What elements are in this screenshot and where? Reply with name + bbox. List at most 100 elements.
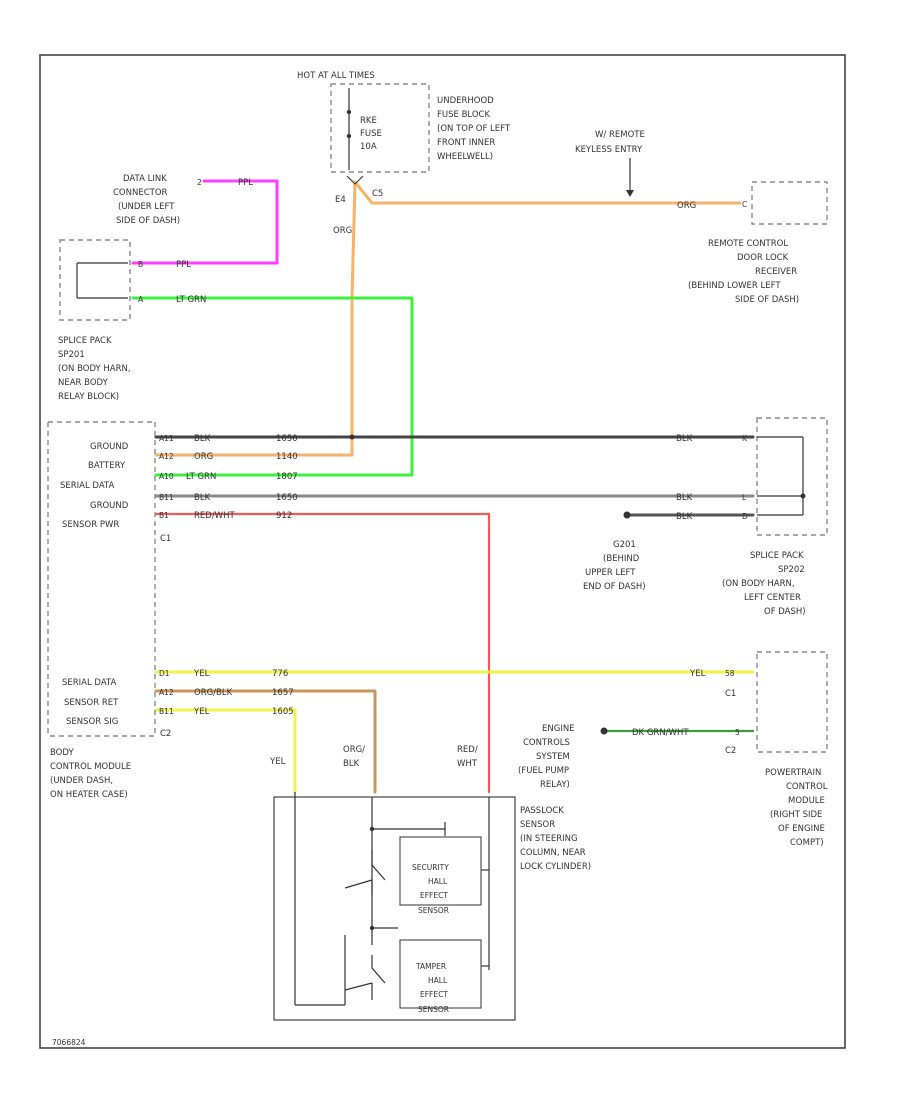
fuse-terminal-top xyxy=(346,109,352,115)
rcdlr-desc-1: REMOTE CONTROL xyxy=(708,239,788,249)
rke-note-arrow xyxy=(626,190,634,197)
bcm-desc-2: CONTROL MODULE xyxy=(50,762,131,772)
bcm-c2-circuit-0: 776 xyxy=(272,669,288,679)
bcm-desc-3: (UNDER DASH, xyxy=(50,776,113,786)
fuse-connector-mark xyxy=(346,175,364,185)
pcm-desc-5: OF ENGINE xyxy=(778,824,825,834)
fuse-block-desc-5: WHEELWELL) xyxy=(437,152,493,162)
rcdlr-desc-5: SIDE OF DASH) xyxy=(735,295,799,305)
fuse-block-desc-3: (ON TOP OF LEFT xyxy=(437,124,511,134)
bcm-c1-pin-2: A10 xyxy=(159,472,174,481)
bcm-c2-rows: SERIAL DATA SENSOR RET SENSOR SIG D1 A12… xyxy=(62,669,294,727)
sp202-desc-2: SP202 xyxy=(778,565,805,575)
bcm-desc-1: BODY xyxy=(50,748,74,758)
rcdlr-desc-2: DOOR LOCK xyxy=(737,253,789,263)
fuse-block-outline xyxy=(330,83,430,173)
tamper-hall-sensor xyxy=(399,939,482,1009)
security-transistor-icon xyxy=(344,850,386,895)
tamper-label-3: EFFECT xyxy=(420,990,448,999)
figure-id: 7066824 xyxy=(52,1038,86,1047)
wire-org-rke xyxy=(353,180,742,205)
bcm-c1-pin-1: A12 xyxy=(159,452,174,461)
bcm-c1-color-1: ORG xyxy=(194,452,213,462)
g201-desc-2: (BEHIND xyxy=(603,554,640,564)
rke-note-2: KEYLESS ENTRY xyxy=(575,145,643,155)
sp201-wire-ltgrn: LT GRN xyxy=(176,295,206,305)
g201-desc-3: UPPER LEFT xyxy=(585,568,636,578)
bcm-c1-circuit-1: 1140 xyxy=(276,452,298,462)
pcm-c2-wire: DK GRN/WHT xyxy=(632,728,689,738)
tamper-label-4: SENSOR xyxy=(418,1005,449,1014)
sp201-desc-1: SPLICE PACK xyxy=(58,336,112,346)
fuse-label-2: FUSE xyxy=(360,129,382,139)
bcm-c2-pin-0: D1 xyxy=(159,669,170,678)
sp202-desc-1: SPLICE PACK xyxy=(750,551,804,561)
passlock-wire-redwht-2: WHT xyxy=(457,759,478,769)
bcm-c2-circuit-1: 1657 xyxy=(272,688,294,698)
sp202-desc-3: (ON BODY HARN, xyxy=(722,579,795,589)
dlc-wire-ppl: PPL xyxy=(238,178,253,188)
fuse-wire-org: ORG xyxy=(333,226,352,236)
bcm-c1-label-1: BATTERY xyxy=(88,461,126,471)
bcm-outline xyxy=(47,421,156,737)
wire-redwht-sensor-pwr xyxy=(154,512,491,794)
rke-note-1: W/ REMOTE xyxy=(595,130,645,140)
sp202-wire-1: BLK xyxy=(676,493,693,503)
pcm-desc-3: MODULE xyxy=(788,796,825,806)
bcm-c1-label-3: GROUND xyxy=(90,501,129,511)
pcm-c1-wire: YEL xyxy=(689,669,706,679)
sp202-outline xyxy=(756,417,828,536)
g201-desc-1: G201 xyxy=(613,540,636,550)
bcm-c1-color-2: LT GRN xyxy=(186,472,216,482)
bcm-c2-label-2: SENSOR SIG xyxy=(66,717,118,727)
sp202-wire-0: BLK xyxy=(676,434,693,444)
fuse-pin-c5: C5 xyxy=(372,189,383,199)
passlock-desc-2: SENSOR xyxy=(520,820,555,830)
sp202-desc-4: LEFT CENTER xyxy=(744,593,801,603)
passlock-sensor-box xyxy=(273,796,516,1021)
sp201-pin-b: B xyxy=(138,260,143,269)
passlock-wire-orgblk-2: BLK xyxy=(343,759,360,769)
wire-yel-sensor-sig xyxy=(154,708,297,794)
sp202-desc-5: OF DASH) xyxy=(764,607,806,617)
dlc-desc-4: SIDE OF DASH) xyxy=(116,216,180,226)
bcm-c1-label-2: SERIAL DATA xyxy=(60,481,115,491)
fuse-block-desc-1: UNDERHOOD xyxy=(437,96,494,106)
security-label-2: HALL xyxy=(428,877,448,886)
dlc-desc-1: DATA LINK xyxy=(123,174,167,184)
pcm-c1-pin: 58 xyxy=(725,669,735,678)
rcdlr-pin-c: C xyxy=(742,200,747,209)
dlc-pin: 2 xyxy=(197,178,202,187)
bcm-c1-color-0: BLK xyxy=(194,434,211,444)
fuse-label-3: 10A xyxy=(360,142,377,152)
sp201-desc-4: NEAR BODY xyxy=(58,378,109,388)
diagram-frame xyxy=(39,54,846,1049)
sp202-wire-2: BLK xyxy=(676,512,693,522)
fuse-terminal-bottom xyxy=(346,133,352,139)
security-label-4: SENSOR xyxy=(418,906,449,915)
sp202-junction xyxy=(800,493,806,499)
bcm-c1-label-4: SENSOR PWR xyxy=(62,520,119,530)
ecs-desc-4: (FUEL PUMP xyxy=(518,766,569,776)
wire-orgblk-sensor-ret xyxy=(154,689,377,794)
passlock-desc-4: COLUMN, NEAR xyxy=(520,848,586,858)
bcm-c1-circuit-4: 912 xyxy=(276,511,292,521)
sp201-desc-5: RELAY BLOCK) xyxy=(58,392,119,402)
pcm-desc-4: (RIGHT SIDE xyxy=(770,810,822,820)
rcdlr-desc-4: (BEHIND LOWER LEFT xyxy=(688,281,781,291)
bcm-c2-color-2: YEL xyxy=(193,707,210,717)
tamper-label-2: HALL xyxy=(428,976,448,985)
g201-ground-icon xyxy=(623,511,631,519)
rke-wire-org: ORG xyxy=(677,201,696,211)
pcm-desc-1: POWERTRAIN xyxy=(765,768,821,778)
ecs-terminal-icon xyxy=(600,727,608,735)
bcm-c1-rows: GROUND BATTERY SERIAL DATA GROUND SENSOR… xyxy=(60,434,298,530)
security-hall-sensor xyxy=(399,836,482,906)
sp201-desc-2: SP201 xyxy=(58,350,85,360)
bcm-c1-connector: C1 xyxy=(160,534,171,544)
bcm-c1-label-0: GROUND xyxy=(90,442,129,452)
ecs-desc-3: SYSTEM xyxy=(536,752,570,762)
sp201-pin-a: A xyxy=(138,295,144,304)
ecs-desc-1: ENGINE xyxy=(542,724,575,734)
